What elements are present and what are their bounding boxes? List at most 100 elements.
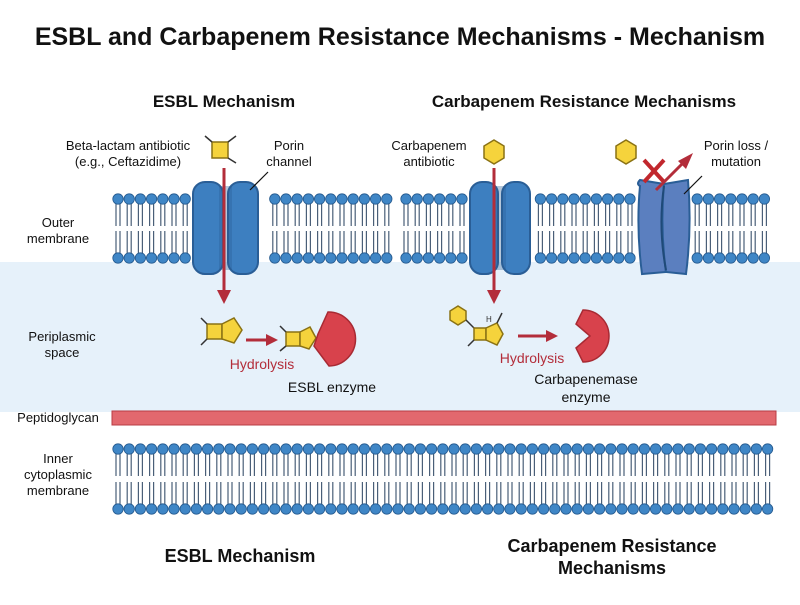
lipid-head <box>325 503 337 515</box>
lipid-head <box>728 443 740 455</box>
mutated-porin-icon <box>637 178 691 276</box>
lipid-head <box>291 443 303 455</box>
lipid-head <box>433 252 446 264</box>
inner-membrane-label-line2: cytoplasmic <box>24 467 92 482</box>
lipid-head <box>717 443 729 455</box>
lipid-head <box>638 443 651 455</box>
lipid-head <box>702 193 715 205</box>
lipid-head <box>649 443 662 455</box>
carbapenem-hydrolysis-arrow <box>518 330 558 342</box>
lipid-head <box>213 503 225 515</box>
outer-membrane-left <box>112 193 393 264</box>
lipid-head <box>403 503 415 515</box>
lipid-head <box>134 193 146 205</box>
beta-lactam-structure-icon <box>200 317 243 346</box>
lipid-head <box>291 252 303 264</box>
red-x-icon <box>642 158 666 184</box>
lipid-head <box>123 193 135 205</box>
lipid-head <box>403 443 415 455</box>
lipid-head <box>168 193 180 205</box>
lipid-head <box>246 443 258 455</box>
lipid-head <box>190 503 202 515</box>
peptidoglycan-label: Peptidoglycan <box>17 410 99 425</box>
outer-membrane-label: Outer <box>42 215 75 230</box>
lipid-head <box>146 443 158 455</box>
lipid-head <box>168 252 180 264</box>
porin-label-line2: channel <box>266 154 312 169</box>
lipid-head <box>336 252 348 264</box>
lipid-head <box>537 443 550 455</box>
lipid-head <box>179 503 191 515</box>
lipid-head <box>661 503 673 515</box>
lipid-head <box>582 503 595 515</box>
lipid-head <box>616 503 628 515</box>
pacman-enzyme-icon <box>575 309 610 363</box>
carbapenem-antibiotic-label: Carbapenem <box>391 138 466 153</box>
lipid-head <box>504 443 516 455</box>
lipid-head <box>725 193 737 205</box>
lipid-head <box>649 503 662 515</box>
lipid-head <box>369 252 382 264</box>
lipid-head <box>579 252 591 264</box>
lipid-head <box>470 443 482 455</box>
lipid-head <box>739 503 751 515</box>
lipid-head <box>202 443 214 455</box>
lipid-head <box>358 503 370 515</box>
lipid-head <box>437 443 449 455</box>
lipid-head <box>683 443 695 455</box>
lipid-head <box>224 443 236 455</box>
lipid-head <box>534 193 547 205</box>
carbapenem-entry-arrow <box>487 168 501 304</box>
lipid-head <box>459 443 471 455</box>
lipid-head <box>579 193 591 205</box>
lipid-head <box>736 252 748 264</box>
lipid-head <box>705 503 718 515</box>
lipid-head <box>400 193 412 205</box>
carbapenem-structure-icon: H <box>449 305 504 347</box>
carbapenem-hydrolysis-label: Hydrolysis <box>500 350 565 366</box>
lipid-head <box>545 252 558 264</box>
lipid-head <box>638 503 651 515</box>
lipid-head <box>750 503 763 515</box>
esbl-entry-arrow <box>217 168 231 304</box>
porin-leader-line <box>249 171 269 191</box>
lipid-head <box>269 503 281 515</box>
lipid-head <box>302 503 314 515</box>
lipid-head <box>459 503 471 515</box>
lipid-head <box>123 252 135 264</box>
lipid-head <box>537 503 550 515</box>
porin-label: Porin <box>274 138 304 153</box>
lipid-head <box>302 252 314 264</box>
lipid-head <box>202 503 214 515</box>
lipid-head <box>392 443 404 455</box>
esbl-antibiotic-example: (e.g., Ceftazidime) <box>75 154 181 169</box>
lipid-head <box>190 443 202 455</box>
lipid-head <box>280 443 292 455</box>
esbl-hydrolysis-label: Hydrolysis <box>230 356 295 372</box>
lipid-head <box>157 193 169 205</box>
lipid-head <box>613 193 625 205</box>
lipid-head <box>246 503 258 515</box>
lipid-head <box>425 503 438 515</box>
lipid-head <box>515 503 527 515</box>
lipid-head <box>590 193 603 205</box>
lipid-head <box>683 503 695 515</box>
lipid-head <box>179 193 191 205</box>
lipid-head <box>672 503 684 515</box>
lipid-head <box>590 252 603 264</box>
lipid-head <box>601 193 614 205</box>
lipid-head <box>400 252 412 264</box>
lipid-head <box>280 503 292 515</box>
lipid-head <box>269 443 281 455</box>
lipid-head <box>381 193 393 205</box>
lipid-head <box>702 252 715 264</box>
lipid-head <box>179 252 191 264</box>
lipid-head <box>557 193 569 205</box>
lipid-head <box>549 503 561 515</box>
lipid-head <box>291 193 303 205</box>
lipid-head <box>526 503 539 515</box>
lipid-head <box>560 503 572 515</box>
lipid-head <box>717 503 729 515</box>
lipid-head <box>605 503 617 515</box>
